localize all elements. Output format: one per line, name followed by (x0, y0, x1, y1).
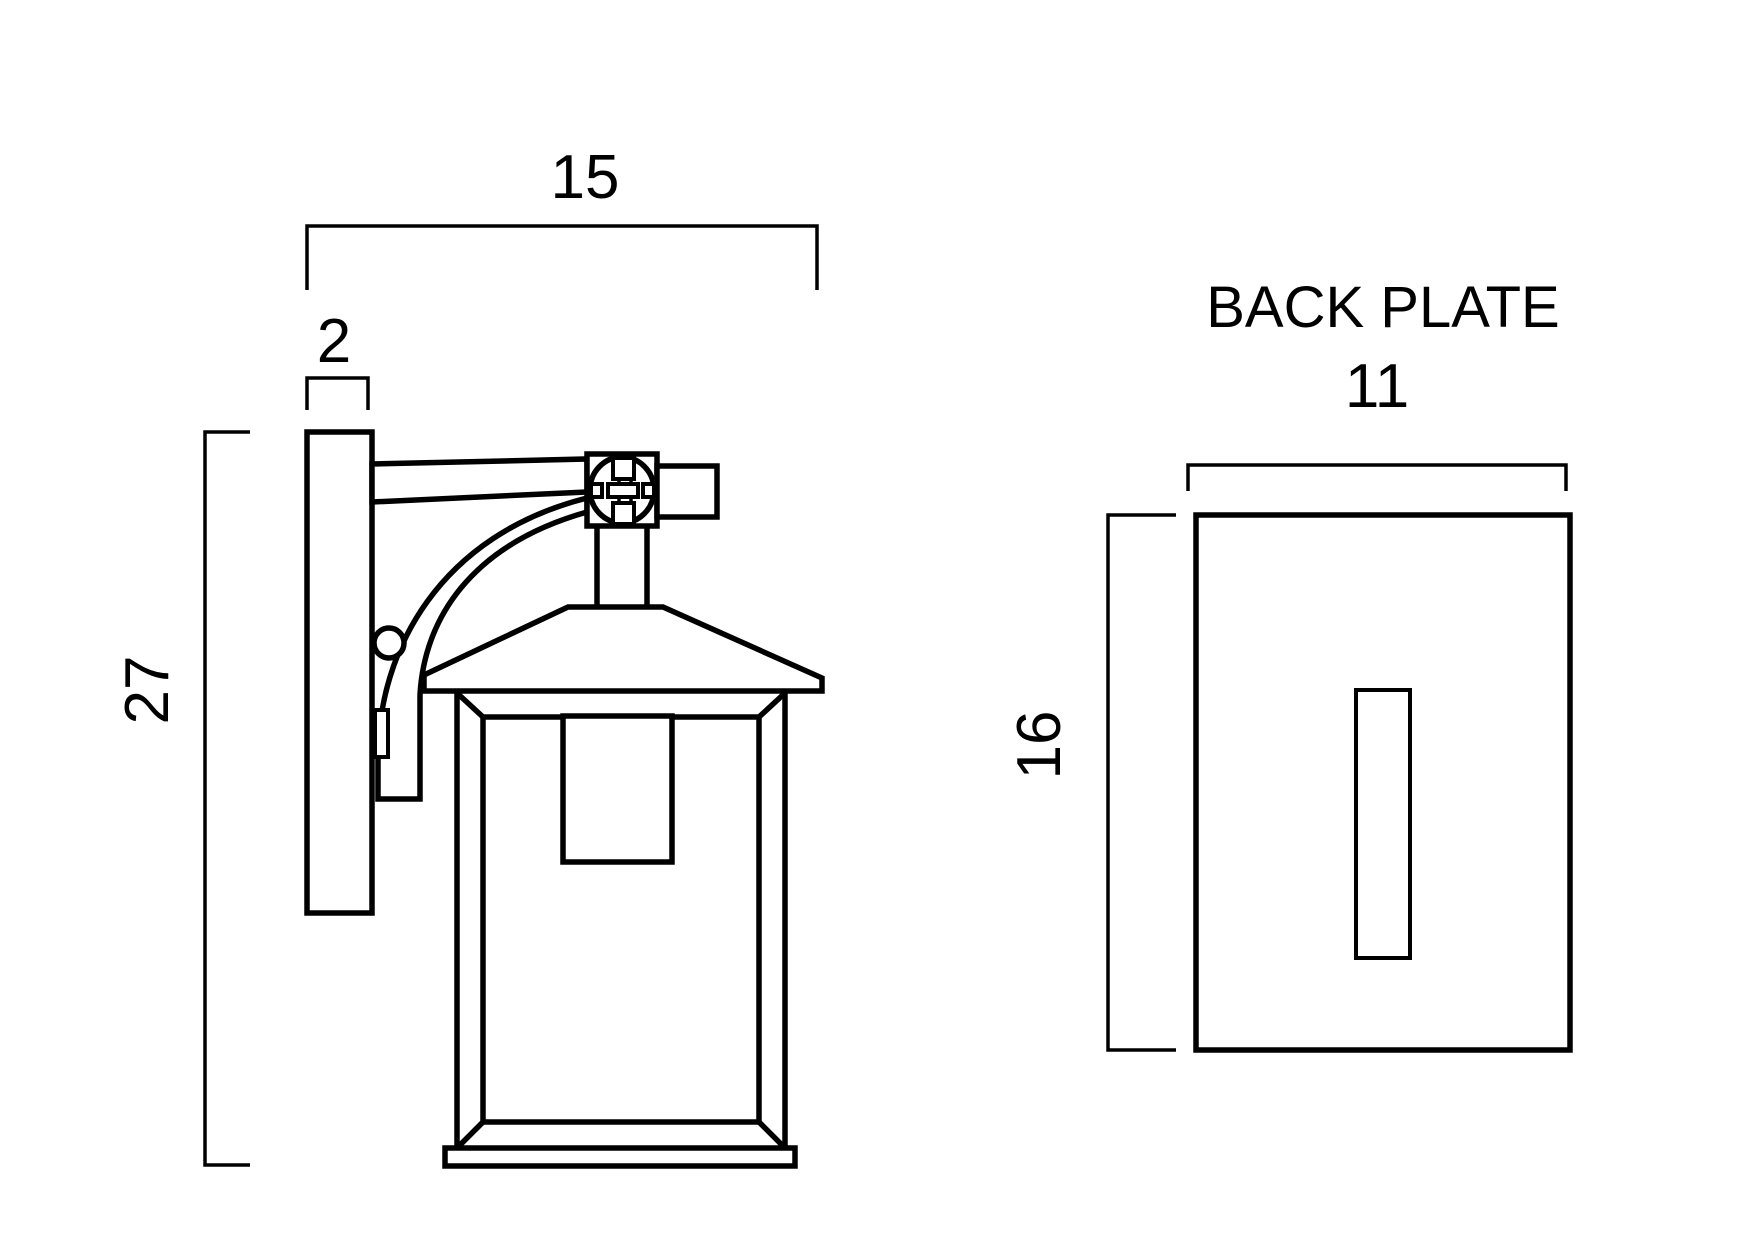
dim-overall-width-line (305, 224, 819, 290)
dim-backplate-height-label: 16 (1005, 711, 1074, 780)
joint-tab-left (589, 482, 604, 499)
joint-notch-top (611, 456, 636, 481)
dim-overall-width: 15 (305, 143, 819, 290)
mount-arm-bar (369, 456, 590, 505)
dim-backplate-width-line (1186, 463, 1568, 491)
dim-plate-depth-label: 2 (317, 307, 351, 376)
dim-overall-height-label: 27 (113, 656, 182, 725)
lantern-roof (421, 604, 825, 694)
back-plate-title: BACK PLATE (1206, 275, 1560, 340)
latch-plate (373, 708, 390, 759)
bracket-knob (371, 625, 407, 661)
lantern-base (442, 1145, 798, 1169)
dim-backplate-width-label: 11 (1345, 352, 1409, 421)
dim-overall-height: 27 (113, 430, 250, 1167)
body-bevel-top-left (455, 690, 485, 720)
joint-notch-bottom (611, 501, 636, 526)
mounting-slot (1354, 688, 1412, 960)
dim-backplate-height-line (1106, 513, 1176, 1052)
arm-end-cap (654, 463, 720, 520)
body-bevel-top-right (757, 690, 787, 720)
joint-tab-right (641, 482, 656, 499)
dim-overall-height-line (203, 430, 250, 1167)
dim-overall-width-label: 15 (551, 143, 620, 212)
dim-backplate-height: 16 (1005, 513, 1176, 1052)
body-bevel-bottom-left (455, 1120, 485, 1150)
dim-plate-depth: 2 (305, 307, 370, 410)
joint-center-bolt (606, 482, 640, 499)
wall-plate-side (304, 429, 375, 916)
lamp-socket (560, 713, 675, 865)
joint-block (584, 451, 660, 529)
back-plate-view: BACK PLATE 11 16 (1005, 275, 1573, 1053)
body-bevel-bottom-right (757, 1120, 787, 1150)
lamp-stem (594, 526, 650, 607)
dim-plate-depth-line (305, 376, 370, 410)
dim-backplate-width: 11 (1186, 352, 1568, 491)
